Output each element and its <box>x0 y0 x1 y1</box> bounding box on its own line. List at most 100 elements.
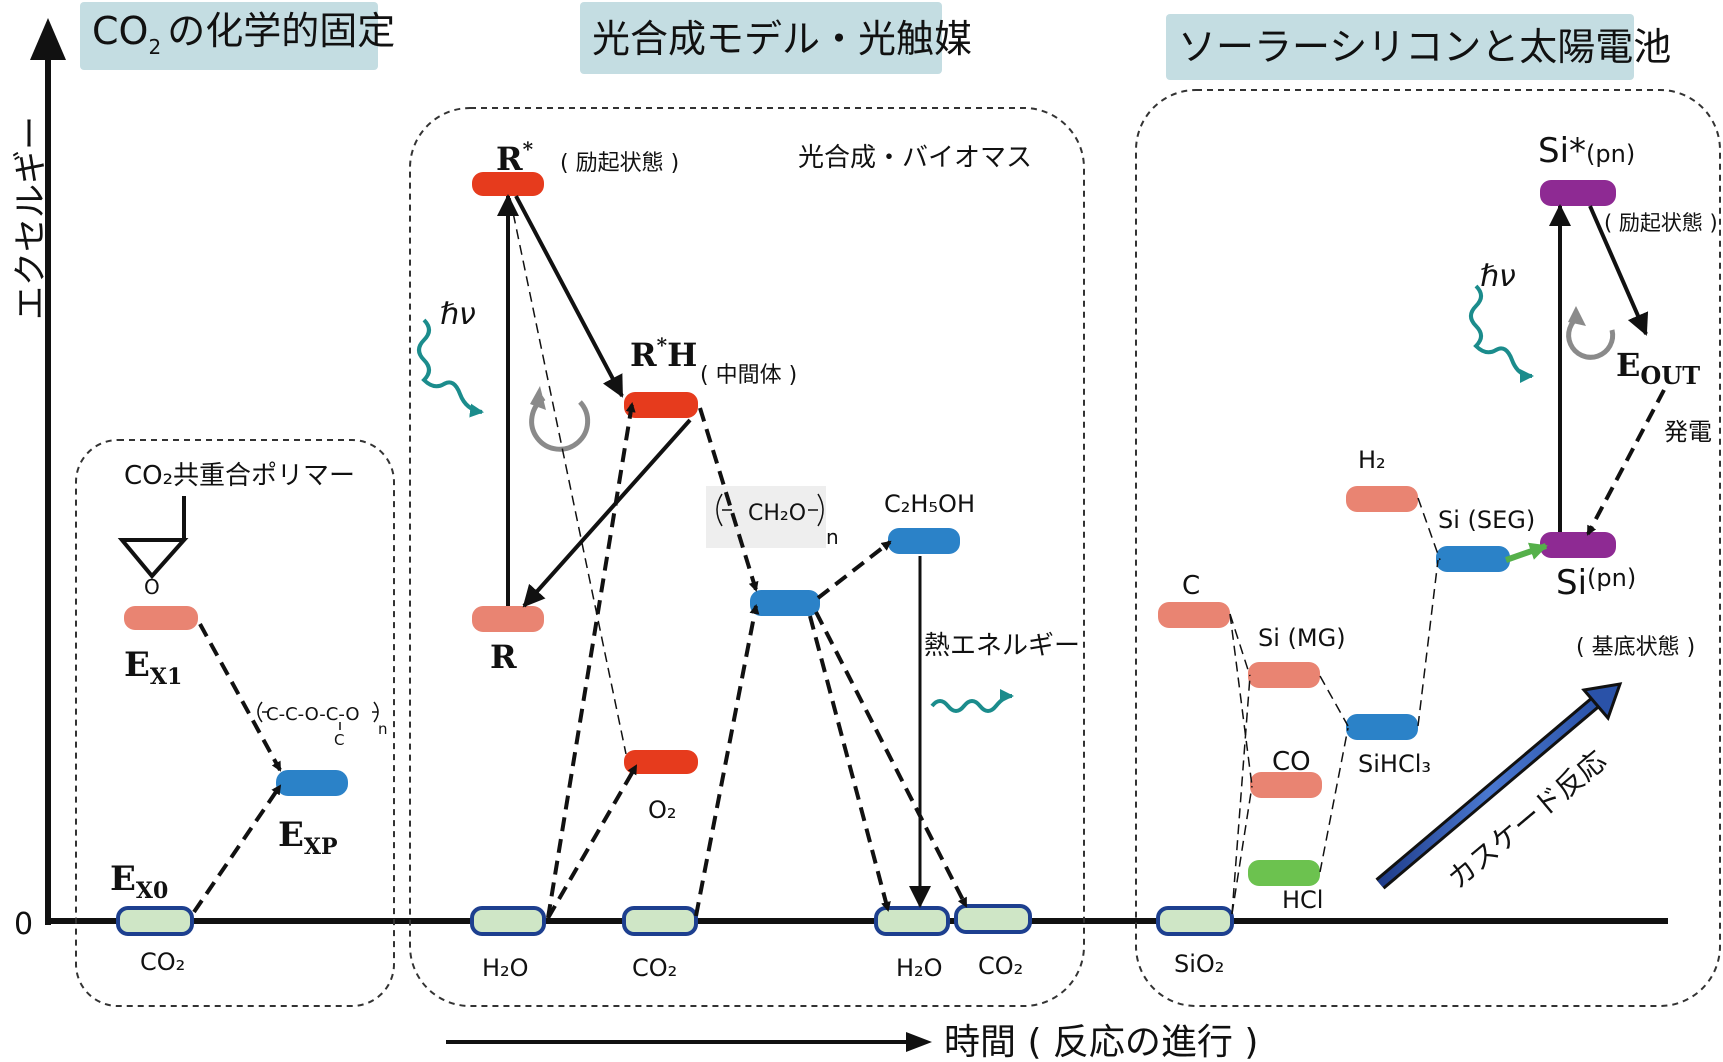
label-h2o-2: H₂O <box>896 954 943 982</box>
arrow-eout-to-sipn <box>1586 389 1666 536</box>
level-si-pn <box>1540 532 1616 558</box>
label-excited-solar: ( 励起状態 ) <box>1604 211 1718 235</box>
hv-label-photo: ℏν <box>440 297 476 332</box>
label-si-mg: Si (MG) <box>1258 624 1346 652</box>
label-r: R <box>490 638 517 676</box>
level-rh-star <box>624 392 698 418</box>
label-sio2: SiO₂ <box>1174 950 1224 978</box>
label-intermediate: ( 中間体 ) <box>700 363 797 388</box>
x-axis-label: 時間 ( 反応の進行 ) <box>944 1022 1258 1062</box>
level-co2-ground <box>116 906 194 936</box>
arrow-h2o-to-o2 <box>546 764 638 920</box>
level-h2 <box>1346 486 1418 512</box>
arrow-rstar-to-rhstar <box>514 195 624 398</box>
svg-text:n: n <box>378 720 388 738</box>
level-c <box>1158 602 1230 628</box>
line-rstar-to-o2 <box>509 197 627 755</box>
arrow-ex0-to-exp <box>192 784 282 914</box>
level-r-star <box>472 172 544 196</box>
level-co2-2 <box>954 904 1032 934</box>
arrow-sistar-to-eout <box>1588 205 1649 336</box>
arrow-rhstar-to-r <box>522 418 692 608</box>
arrow-carb-to-h2o <box>808 615 891 912</box>
arrow-carb-to-co2 <box>814 611 968 908</box>
label-o2: O₂ <box>648 796 677 824</box>
section-box-co2-polymer <box>75 439 395 1007</box>
level-si-mg <box>1248 662 1320 688</box>
label-h2o-1: H₂O <box>482 954 529 982</box>
svg-text:ソーラーシリコンと太陽電池: ソーラーシリコンと太陽電池 <box>1178 25 1671 69</box>
level-exp <box>276 770 348 796</box>
level-h2o-1 <box>470 906 546 936</box>
label-eout: EOUT <box>1616 346 1700 390</box>
arrow-siseg-to-sipn <box>1505 542 1548 563</box>
arrow-carb-to-ethanol <box>816 540 892 600</box>
label-c: C <box>1182 571 1200 601</box>
label-co2-ground: CO₂ <box>140 948 185 976</box>
cycle-icon-photo <box>529 386 591 452</box>
level-si-star <box>1540 180 1616 206</box>
level-sihcl3 <box>1346 714 1418 740</box>
svg-text:n: n <box>826 525 839 549</box>
arrow-h2o-to-rhstar <box>546 402 636 919</box>
label-si-pn: Si(pn) <box>1556 563 1636 603</box>
arrow-co2-to-carb <box>694 604 760 917</box>
y-axis <box>30 18 66 925</box>
solar-connectors <box>1229 497 1441 915</box>
level-co2-1 <box>622 906 698 936</box>
x-axis-arrow <box>446 1032 932 1052</box>
level-h2o-2 <box>874 906 950 936</box>
title-photosynthesis: 光合成モデル・光触媒 <box>580 2 972 74</box>
label-si-seg: Si (SEG) <box>1438 506 1535 534</box>
epoxide-structure: O <box>117 496 189 599</box>
label-sihcl3: SiHCl₃ <box>1358 750 1431 778</box>
label-ex1: EX1 <box>124 645 182 690</box>
light-wave-solar <box>1469 284 1534 383</box>
label-ex0: EX0 <box>110 859 168 904</box>
label-ethanol: C₂H₅OH <box>884 490 975 518</box>
label-r-star: R* <box>496 137 534 178</box>
level-hcl <box>1248 860 1320 886</box>
svg-text:C-C-O-C-O: C-C-O-C-O <box>266 704 360 725</box>
arrow-rhstar-to-carb <box>698 407 759 592</box>
label-h2: H₂ <box>1358 446 1386 474</box>
polymer-label: CO₂共重合ポリマー <box>124 461 355 491</box>
svg-text:C: C <box>334 731 344 749</box>
arrow-ex1-to-exp <box>198 623 282 772</box>
level-si-seg <box>1436 546 1510 572</box>
level-o2 <box>624 750 698 774</box>
level-r <box>472 606 544 632</box>
light-wave-photo <box>417 318 484 418</box>
label-si-star: Si*(pn) <box>1538 131 1635 171</box>
label-rh-star: R*H <box>630 333 697 374</box>
label-exp: EXP <box>278 815 338 860</box>
label-heat-energy: 熱エネルギー <box>924 631 1080 661</box>
label-ground-state: ( 基底状態 ) <box>1576 635 1695 660</box>
hv-label-solar: ℏν <box>1480 259 1516 294</box>
label-co2-1: CO₂ <box>632 954 677 982</box>
section-box-photosynthesis <box>409 107 1085 1007</box>
y-axis-label: エクセルギー <box>11 116 51 320</box>
level-ex1 <box>124 606 198 630</box>
level-sio2 <box>1156 906 1234 936</box>
level-ethanol <box>888 528 960 554</box>
label-co2-2: CO₂ <box>978 952 1023 980</box>
level-carbohydrate <box>750 590 820 616</box>
polymer-chain-structure: C-C-O-C-O C n <box>257 701 388 749</box>
label-excited-state: ( 励起状態 ) <box>560 151 679 176</box>
svg-text:CH₂O: CH₂O <box>748 501 806 526</box>
label-power-generation: 発電 <box>1664 418 1712 446</box>
svg-text:光合成モデル・光触媒: 光合成モデル・光触媒 <box>592 17 972 61</box>
cycle-icon-solar <box>1566 306 1616 360</box>
level-co <box>1250 772 1322 798</box>
zero-label: 0 <box>14 907 33 942</box>
title-solar: ソーラーシリコンと太陽電池 <box>1166 14 1671 80</box>
section-box-solar <box>1135 89 1721 1007</box>
label-hcl: HCl <box>1282 886 1323 914</box>
svg-text:O: O <box>144 575 160 599</box>
label-biomass: 光合成・バイオマス <box>798 143 1032 173</box>
heat-wave <box>930 689 1014 713</box>
